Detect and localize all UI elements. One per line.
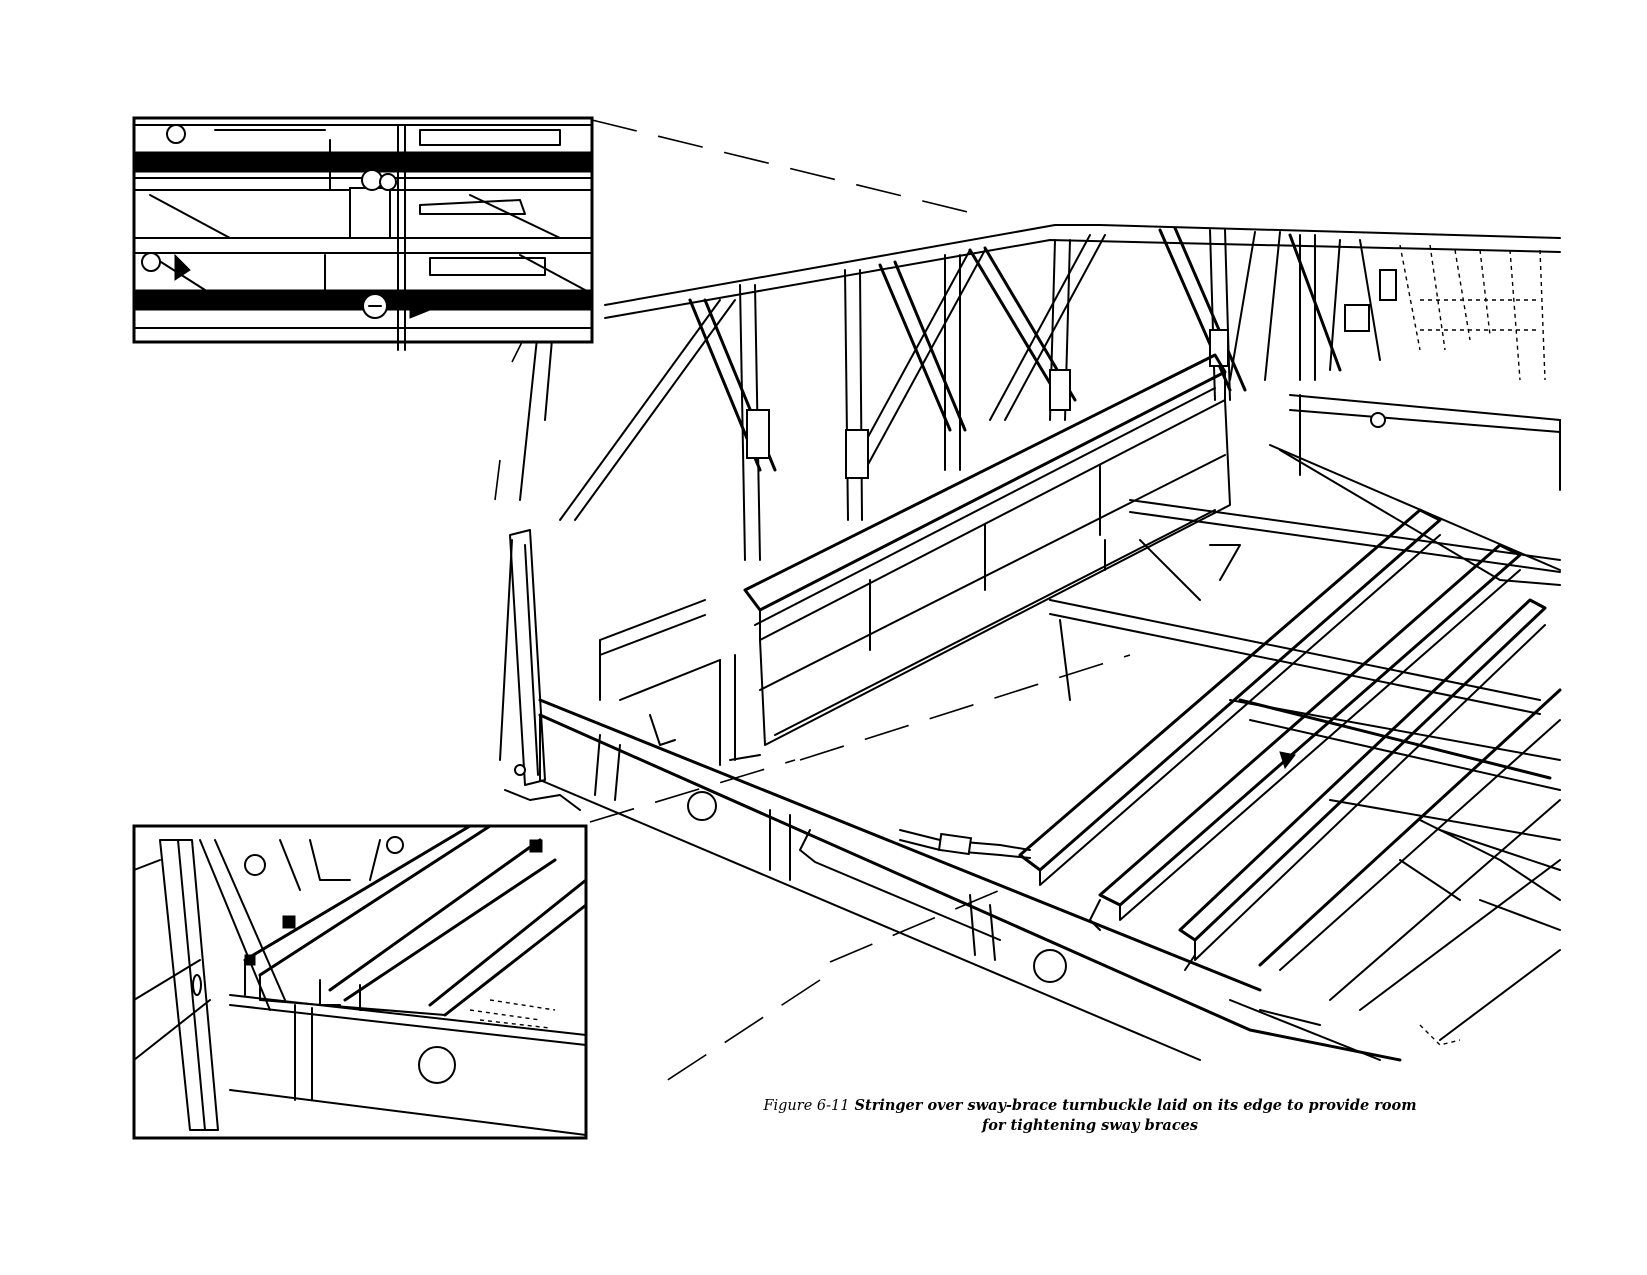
truss-panels (519, 224, 1561, 561)
inset-top-turnbuckle-detail (132, 116, 594, 351)
main-bridge-view (494, 119, 1562, 1086)
ground-lines (504, 789, 1461, 1061)
panel-post-left (499, 529, 546, 786)
near-transom (538, 698, 1402, 1062)
floor-beams (1049, 394, 1561, 841)
callout-lines (494, 119, 1131, 1086)
inset-bottom-stringer-closeup (132, 824, 588, 1140)
figure-number: Figure 6-11 (763, 1098, 850, 1114)
sway-brace-turnbuckle (899, 444, 1561, 931)
figure-caption: Figure 6-11 Stringer over sway-brace tur… (680, 1096, 1500, 1136)
caption-line-1: Stringer over sway-brace turnbuckle laid… (854, 1097, 1417, 1114)
caption-line-2: for tightening sway braces (981, 1117, 1199, 1134)
stringer-on-edge (599, 353, 1231, 766)
deck-stringers (1018, 508, 1562, 1041)
